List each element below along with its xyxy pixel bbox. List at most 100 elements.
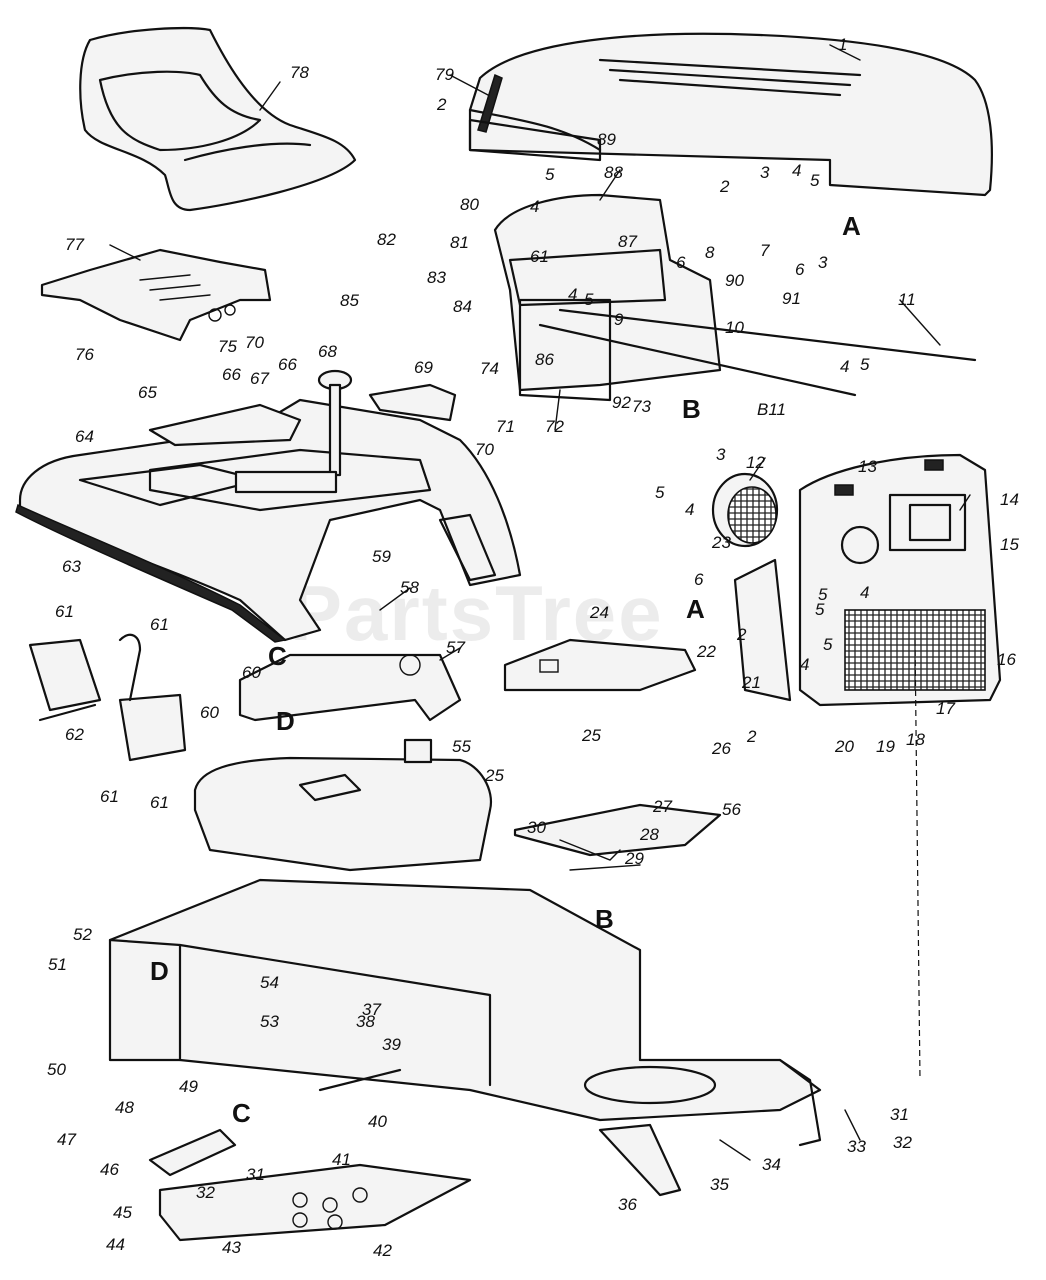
callout: 28 <box>639 825 659 844</box>
ref-letter-B: B <box>682 394 701 424</box>
callout: 2 <box>746 727 757 746</box>
callout: 5 <box>584 290 594 309</box>
callout: 35 <box>710 1175 729 1194</box>
callout: 62 <box>65 725 84 744</box>
callout: 74 <box>480 359 499 378</box>
callout: 66 <box>222 365 241 384</box>
frame-part <box>108 639 921 1197</box>
callout: 3 <box>760 163 770 182</box>
callout: 43 <box>222 1238 241 1257</box>
callout: 40 <box>368 1112 387 1131</box>
callout: 45 <box>113 1203 132 1222</box>
callout: 61 <box>150 615 169 634</box>
tank-bracket-part <box>238 653 462 722</box>
footrest-part <box>158 1163 472 1242</box>
callout: 46 <box>100 1160 119 1179</box>
callout: 27 <box>652 797 672 816</box>
callout: 57 <box>446 638 465 657</box>
reference-letters: A A B B C C D D <box>150 211 861 1128</box>
callout: 7 <box>760 241 770 260</box>
callout: 21 <box>741 673 761 692</box>
callout: 67 <box>250 369 269 388</box>
callout: 25 <box>484 766 504 785</box>
dash-panel-part <box>493 193 722 402</box>
callout: 78 <box>290 63 309 82</box>
callout: 61 <box>530 247 549 266</box>
callout: 22 <box>696 642 716 661</box>
callout: 29 <box>624 849 644 868</box>
callout: 75 <box>218 337 237 356</box>
callout: 14 <box>1000 490 1019 509</box>
callout: 54 <box>260 973 279 992</box>
callout: 49 <box>179 1077 198 1096</box>
callout: 12 <box>746 453 765 472</box>
fender-part <box>15 398 522 643</box>
callout: 88 <box>604 163 623 182</box>
callout: 52 <box>73 925 92 944</box>
callout: 13 <box>858 457 877 476</box>
callout: 23 <box>711 533 731 552</box>
callout: 20 <box>834 737 854 756</box>
callout: 60 <box>200 703 219 722</box>
callout: 63 <box>62 557 81 576</box>
callout: 9 <box>614 310 624 329</box>
callout: 5 <box>655 483 665 502</box>
callout: 91 <box>782 289 801 308</box>
callout: 39 <box>382 1035 401 1054</box>
callout: 4 <box>530 197 539 216</box>
pedal-plate-part <box>513 803 722 871</box>
callout: 25 <box>581 726 601 745</box>
callout: 48 <box>115 1098 134 1117</box>
callout: 26 <box>711 739 731 758</box>
callout: 6 <box>795 260 805 279</box>
callout: 47 <box>57 1130 76 1149</box>
callout: 32 <box>196 1183 215 1202</box>
callout: 83 <box>427 268 446 287</box>
ref-letter-A: A <box>842 211 861 241</box>
callout: 38 <box>356 1012 375 1031</box>
callout: 82 <box>377 230 396 249</box>
callout: 92 <box>612 393 631 412</box>
callout: 2 <box>436 95 447 114</box>
ref-letter-D: D <box>150 956 169 986</box>
callout: 66 <box>278 355 297 374</box>
callout: 15 <box>1000 535 1019 554</box>
callout: 85 <box>340 291 359 310</box>
callout: 79 <box>435 65 454 84</box>
callout: 77 <box>65 235 84 254</box>
callout: 18 <box>906 730 925 749</box>
callout: 2 <box>736 625 747 644</box>
side-panel-part <box>733 558 792 702</box>
callout: 42 <box>373 1241 392 1260</box>
control-panel-part <box>28 633 187 762</box>
callout: 4 <box>685 500 694 519</box>
callout: 56 <box>722 800 741 819</box>
callout: 70 <box>475 440 494 459</box>
callout: 34 <box>762 1155 781 1174</box>
callout: 5 <box>860 355 870 374</box>
callout: 87 <box>618 232 637 251</box>
callout: 50 <box>47 1060 66 1079</box>
seat-part <box>79 27 357 212</box>
callout: 64 <box>75 427 94 446</box>
ref-letter-A: A <box>686 594 705 624</box>
callout: 61 <box>100 787 119 806</box>
callout: 44 <box>106 1235 125 1254</box>
callout: 2 <box>719 177 730 196</box>
callout: 5 <box>818 585 828 604</box>
mount-part <box>148 403 302 447</box>
callout: 3 <box>818 253 828 272</box>
callout: 5 <box>810 171 820 190</box>
callout: 90 <box>725 271 744 290</box>
callout: 5 <box>823 635 833 654</box>
callout: 59 <box>372 547 391 566</box>
bracket-part <box>368 383 457 422</box>
fuel-tank-part <box>193 738 493 872</box>
callouts-group: 1 79 2 89 88 5 3 4 5 2 3 80 4 61 87 7 6 … <box>47 35 1019 1260</box>
callout: 24 <box>589 603 609 622</box>
battery-cover-part <box>503 638 697 692</box>
callout: 89 <box>597 130 616 149</box>
callout: 6 <box>676 253 686 272</box>
seat-bracket-part <box>40 248 272 342</box>
